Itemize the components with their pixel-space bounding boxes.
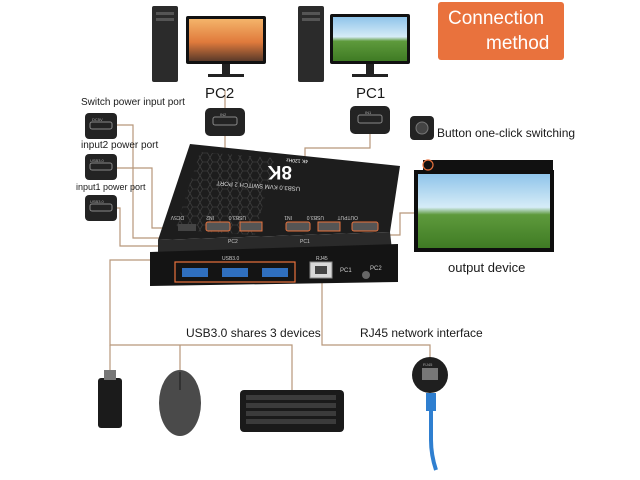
lan-cable [429,411,438,471]
pc1-screen [333,17,407,61]
switch-power-label: Switch power input port [81,97,185,108]
dc5v-callout [85,113,117,139]
callout-in2-text: IN2 [220,112,227,117]
rear-pc2-label: PC2 [228,239,238,245]
lan-cable-plug [426,393,436,411]
input1-power-label: input1 power port [76,182,146,192]
in1-callout [350,106,390,134]
usb-in1-callout [85,195,117,221]
front-pc1-label: PC1 [340,268,352,274]
front-usb-group [174,261,296,283]
output-device [414,159,554,252]
pc2-tower [152,6,178,82]
rear-usb1-label: USB3.0 [307,214,324,220]
rear-output-label: OUTPUT [337,214,358,220]
kvm-front-face [150,244,398,286]
keyboard-keys [246,395,336,424]
rear-usb2-port [239,221,263,232]
callout-usb2-text: USB3.0 [90,158,105,163]
port-callouts [85,106,434,221]
rear-usb2-label: USB3.0 [229,214,246,220]
output-tv-screen [418,174,550,248]
kvm-switch [150,144,400,286]
callout-usb1-text: USB3.0 [90,199,105,204]
callout-dc-text: DC5V [92,117,103,122]
peripherals [98,357,448,471]
in2-callout [205,108,245,136]
rear-dc-label: DC5V [170,214,184,220]
rear-pc1-label: PC1 [300,239,310,245]
title-line-1: Connection [448,8,545,29]
device-model-text: USB3.0 KVM SWITCH 2 PORT [216,179,300,191]
rear-usb1-port [317,221,341,232]
pc2-screen [189,19,263,61]
rj45-interface-label: RJ45 network interface [360,326,483,340]
front-usb-port-3 [262,268,288,277]
mouse [159,370,201,436]
front-usb-label: USB3.0 [222,256,239,262]
front-switch-button[interactable] [362,271,370,279]
callout-rj45-text: RJ45 [423,362,433,367]
pc1-computer [298,6,410,82]
input2-power-label: input2 power port [81,140,159,151]
pc2-label: PC2 [205,85,235,102]
rear-in1-label: IN1 [284,214,292,220]
front-usb-port-2 [222,268,248,277]
usb-drive [98,378,122,428]
switch-button-icon [415,121,429,135]
connection-method-title: Connection method [438,2,564,60]
front-pc2-label: PC2 [370,266,382,272]
usb-share-label: USB3.0 shares 3 devices [186,326,321,340]
pc1-tower [298,6,324,82]
rear-in2-port [205,221,231,232]
output-port-marker [422,159,434,171]
rear-in1-port [285,221,311,232]
rear-in2-label: IN2 [206,214,214,220]
usb-in2-callout [85,154,117,180]
pc2-computer [152,6,266,82]
callout-in1-text: IN1 [365,110,372,115]
front-rj45-label: RJ45 [316,256,328,262]
rear-dc-port [178,224,196,231]
front-usb-port-1 [182,268,208,277]
rear-output-port [351,221,379,232]
button-switching-label: Button one-click switching [437,126,576,140]
output-device-label: output device [448,260,526,275]
kvm-hex-pattern [175,152,275,235]
title-line-2: method [486,33,550,54]
device-8k-label: 8K [267,161,292,182]
device-spec-badge: 4K 120Hz [285,156,308,164]
rj45-wire [321,270,431,360]
pc1-label: PC1 [356,85,386,102]
